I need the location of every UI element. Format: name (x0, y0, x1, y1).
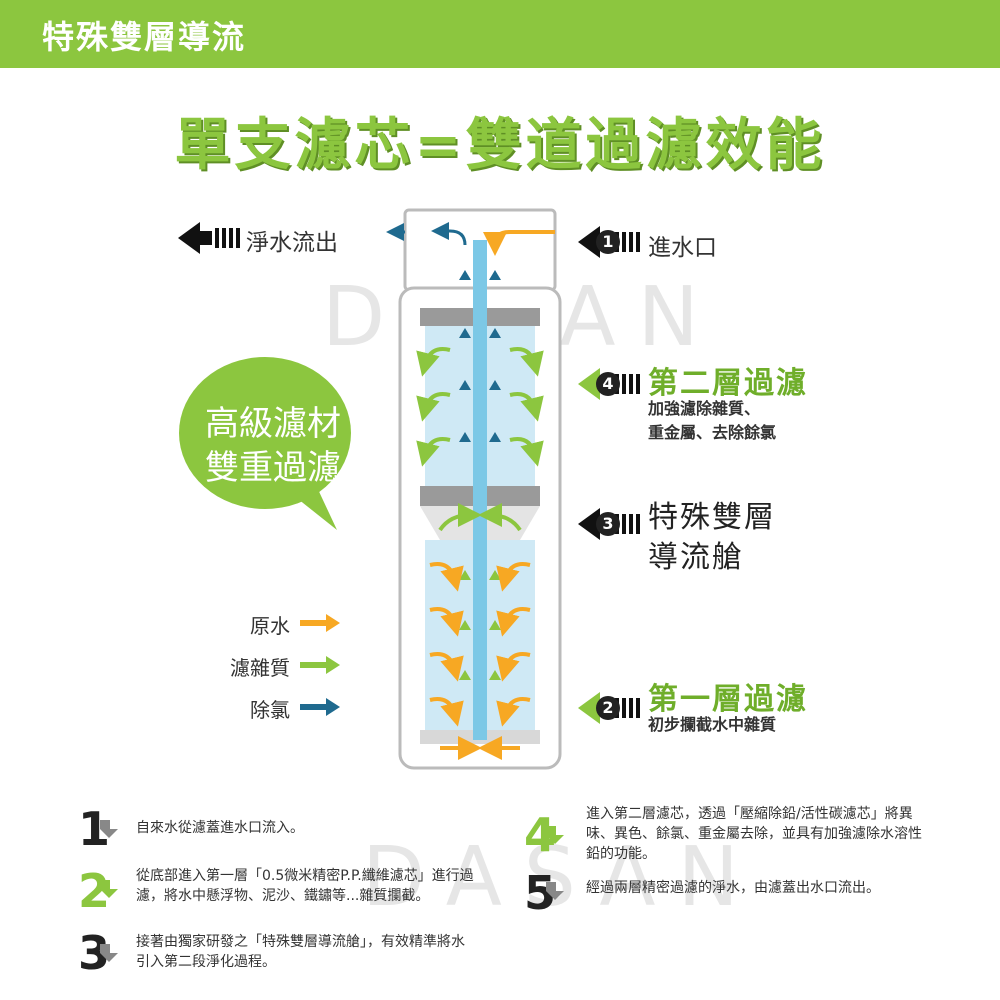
watermark-bottom: DASAN (362, 830, 761, 925)
chamber-line1: 特殊雙層 (648, 500, 776, 535)
bubble-line2: 雙重過濾 (205, 448, 341, 488)
legend-label-chlorine: 除氯 (250, 698, 290, 722)
layer1-title: 第一層過濾 (648, 682, 808, 717)
label-water-inlet: 進水口 (648, 235, 717, 261)
step-arrow-icon (546, 826, 564, 844)
step-arrow-icon (100, 820, 118, 838)
legend-label-raw: 原水 (250, 614, 290, 638)
step-arrow-icon (100, 944, 118, 962)
layer2-desc-1: 加強濾除雜質、 (648, 399, 761, 418)
step-4-text: 進入第二層濾芯，透過「壓縮除鉛/活性碳濾芯」將異味、異色、餘氯、重金屬去除，並具… (586, 806, 922, 862)
bubble-line1: 高級濾材 (205, 404, 341, 444)
header-title: 特殊雙層導流 (42, 18, 247, 56)
main-title: 單支濾芯=雙道過濾效能 (174, 113, 826, 178)
layer2-desc-2: 重金屬、去除餘氯 (648, 423, 777, 442)
chamber-line2: 導流艙 (648, 540, 744, 575)
step-5-text: 經過兩層精密過濾的淨水，由濾蓋出水口流出。 (586, 880, 880, 896)
legend-arrow-impurity (300, 656, 340, 674)
header-bar: 特殊雙層導流 (0, 0, 1000, 68)
bubble-text: 高級濾材 雙重過濾 (188, 402, 358, 490)
step-1-text: 自來水從濾蓋進水口流入。 (136, 820, 304, 836)
arrow-left-icon (178, 222, 240, 254)
legend-label-impurity: 濾雜質 (230, 656, 290, 680)
filter-cartridge-diagram (386, 208, 562, 770)
badge-3: 3 (596, 512, 620, 536)
step-3-text: 接著由獨家研發之「特殊雙層導流艙」，有效精準將水引入第二段淨化過程。 (136, 934, 465, 970)
step-arrow-icon (100, 880, 118, 898)
speech-bubble (179, 357, 351, 530)
step-2-text: 從底部進入第一層「0.5微米精密P.P.纖維濾芯」進行過濾，將水中懸浮物、泥沙、… (136, 868, 474, 904)
badge-2: 2 (596, 696, 620, 720)
layer1-desc: 初步攔截水中雜質 (648, 715, 777, 734)
legend-arrow-chlorine (300, 698, 340, 716)
legend-arrow-raw (300, 614, 340, 632)
layer2-title: 第二層過濾 (648, 366, 808, 401)
label-clean-water-out: 淨水流出 (246, 230, 338, 256)
badge-1: 1 (596, 230, 620, 254)
badge-4: 4 (596, 372, 620, 396)
step-arrow-icon (546, 882, 564, 900)
